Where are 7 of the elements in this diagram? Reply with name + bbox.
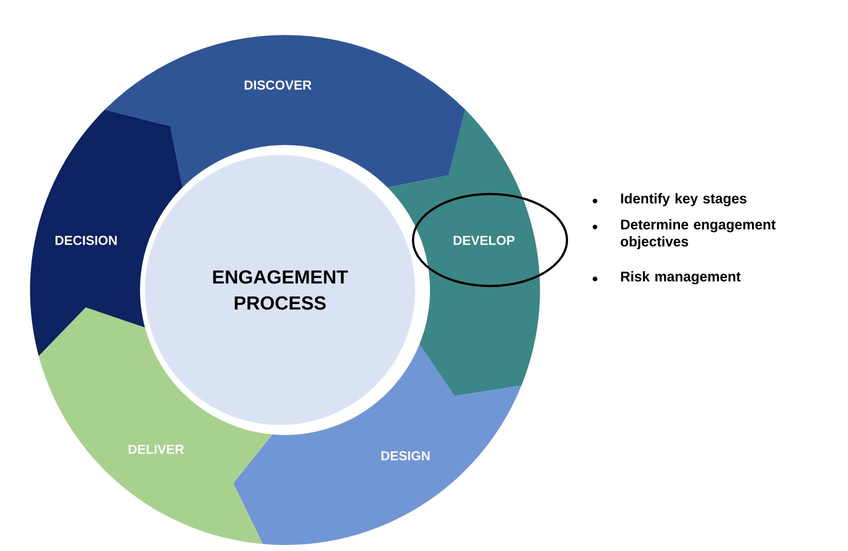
bullet-item: Risk management — [592, 271, 741, 284]
bullet-item: Identify key stages — [592, 193, 746, 206]
bullet-item: Determine engagement objectives — [592, 219, 776, 250]
cycle-arrow-segment: DEVELOP — [388, 110, 540, 396]
cycle-arrow-segment: DESIGN — [233, 344, 522, 545]
cycle-arrow-segment: DISCOVER — [104, 35, 466, 188]
cycle-arrow-segment: DECISION — [30, 110, 182, 356]
